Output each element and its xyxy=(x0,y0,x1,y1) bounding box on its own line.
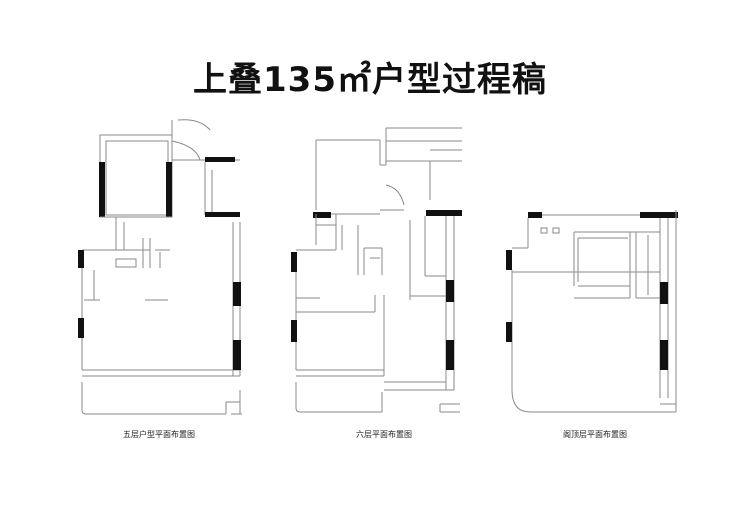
plan-caption-floor6: 六层平面布置图 xyxy=(356,430,412,439)
plan-caption-floor5: 五层户型平面布置图 xyxy=(123,430,195,439)
floor-plan-5 xyxy=(78,119,242,415)
plan-caption-attic: 阁顶层平面布置图 xyxy=(563,430,627,439)
page-title: 上叠135㎡户型过程稿 xyxy=(193,60,547,100)
floor-plan-6 xyxy=(291,127,462,413)
floor-plan-attic xyxy=(506,210,678,413)
